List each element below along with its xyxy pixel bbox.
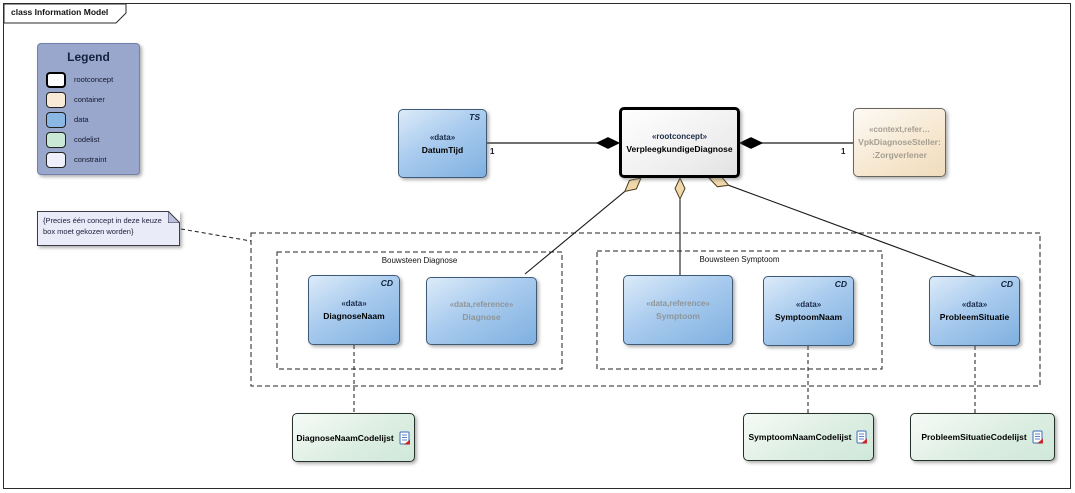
legend-item-label: constraint bbox=[74, 155, 107, 164]
codelist-label: ProbleemSituatieCodelijst bbox=[921, 432, 1027, 442]
type-tag: CD bbox=[834, 279, 847, 289]
aggregation-diamond-icon bbox=[707, 175, 730, 188]
constraint-swatch-icon bbox=[46, 151, 66, 168]
rootconcept-swatch-icon bbox=[46, 71, 66, 88]
connector-diagnose-aggregation[interactable] bbox=[524, 177, 642, 275]
data-swatch-icon bbox=[46, 111, 66, 128]
class-probleemsituatie[interactable]: CD «data» ProbleemSituatie bbox=[929, 276, 1020, 346]
constraint-note[interactable]: {Precies één concept in deze keuze box m… bbox=[37, 211, 180, 246]
diagram-title: class Information Model bbox=[11, 7, 109, 17]
codelist-swatch-icon bbox=[46, 131, 66, 148]
class-symptoom[interactable]: «data,reference» Symptoom bbox=[623, 275, 733, 345]
class-symptoomnaam[interactable]: CD «data» SymptoomNaam bbox=[763, 276, 854, 346]
codelist-document-icon bbox=[1032, 430, 1043, 444]
composition-diamond-icon bbox=[595, 137, 621, 149]
stereotype-label: «context,refer… bbox=[869, 125, 930, 134]
class-name-type: :Zorgverlener bbox=[872, 150, 927, 160]
type-tag: TS bbox=[469, 112, 480, 122]
group-bouwsteen-symptoom-frame[interactable] bbox=[596, 250, 883, 370]
class-name: Diagnose bbox=[462, 312, 501, 322]
group-bouwsteen-symptoom-title: Bouwsteen Symptoom bbox=[699, 255, 780, 264]
frame-tab bbox=[3, 3, 127, 24]
class-datumtijd[interactable]: TS «data» DatumTijd bbox=[398, 109, 487, 178]
legend-item-label: container bbox=[74, 95, 105, 104]
legend-item-container: container bbox=[38, 90, 139, 109]
class-name: DiagnoseNaam bbox=[323, 311, 385, 321]
aggregation-diamond-icon bbox=[623, 177, 642, 193]
class-name: DatumTijd bbox=[421, 144, 464, 155]
class-name: VerpleegkundigeDiagnose bbox=[626, 143, 733, 154]
class-name: ProbleemSituatie bbox=[939, 312, 1010, 322]
type-tag: CD bbox=[1000, 279, 1013, 289]
codelist-document-icon bbox=[856, 430, 868, 444]
stereotype-label: «data,reference» bbox=[449, 300, 514, 309]
legend[interactable]: Legend rootconcept container data codeli… bbox=[37, 43, 140, 175]
constraint-note-text: {Precies één concept in deze keuze box m… bbox=[43, 216, 162, 237]
connector-datumtijd-composition[interactable] bbox=[487, 137, 621, 149]
composition-diamond-icon bbox=[738, 137, 764, 149]
class-diagnose[interactable]: «data,reference» Diagnose bbox=[426, 277, 537, 345]
type-tag: CD bbox=[380, 278, 393, 288]
class-diagnosenaam[interactable]: CD «data» DiagnoseNaam bbox=[308, 275, 400, 345]
note-fold-icon bbox=[168, 211, 180, 223]
container-swatch-icon bbox=[46, 91, 66, 108]
stereotype-label: «data» bbox=[961, 300, 988, 309]
codelist-diagnosenaam[interactable]: DiagnoseNaamCodelijst bbox=[292, 413, 415, 462]
stereotype-label: «rootconcept» bbox=[651, 131, 708, 141]
codelist-label: SymptoomNaamCodelijst bbox=[748, 432, 852, 442]
codelist-probleemsituatie[interactable]: ProbleemSituatieCodelijst bbox=[910, 413, 1055, 461]
legend-item-data: data bbox=[38, 110, 139, 129]
connector-vpk-composition[interactable] bbox=[738, 137, 853, 149]
class-name: Symptoom bbox=[656, 311, 700, 321]
legend-item-codelist: codelist bbox=[38, 130, 139, 149]
codelist-document-icon bbox=[399, 430, 410, 445]
legend-item-constraint: constraint bbox=[38, 150, 139, 169]
class-name: VpkDiagnoseSteller: bbox=[858, 137, 941, 147]
group-bouwsteen-diagnose-title: Bouwsteen Diagnose bbox=[381, 256, 458, 265]
legend-item-label: rootconcept bbox=[74, 75, 114, 84]
legend-title: Legend bbox=[67, 50, 110, 64]
connector-symptoom-aggregation[interactable] bbox=[674, 176, 686, 275]
connector-note-anchor[interactable] bbox=[180, 228, 252, 242]
aggregation-diamond-icon bbox=[674, 176, 686, 201]
multiplicity-datumtijd: 1 bbox=[490, 147, 495, 156]
class-vpkdiagnosesteller[interactable]: «context,refer… VpkDiagnoseSteller: :Zor… bbox=[853, 108, 946, 177]
class-name: SymptoomNaam bbox=[774, 312, 843, 322]
legend-item-label: codelist bbox=[74, 135, 100, 144]
codelist-symptoomnaam[interactable]: SymptoomNaamCodelijst bbox=[743, 413, 874, 461]
multiplicity-vpk: 1 bbox=[841, 147, 846, 156]
choice-group-frame[interactable] bbox=[250, 232, 1041, 387]
group-bouwsteen-diagnose-frame[interactable] bbox=[276, 251, 563, 370]
diagram-frame-border bbox=[3, 3, 1071, 489]
class-verpleegkundigediagnose[interactable]: «rootconcept» VerpleegkundigeDiagnose bbox=[619, 107, 740, 178]
stereotype-label: «data» bbox=[429, 132, 456, 142]
codelist-label: DiagnoseNaamCodelijst bbox=[296, 432, 394, 443]
legend-item-label: data bbox=[74, 115, 89, 124]
stereotype-label: «data,reference» bbox=[646, 299, 710, 308]
stereotype-label: «data» bbox=[795, 300, 822, 309]
legend-item-rootconcept: rootconcept bbox=[38, 70, 139, 89]
stereotype-label: «data» bbox=[341, 299, 367, 308]
